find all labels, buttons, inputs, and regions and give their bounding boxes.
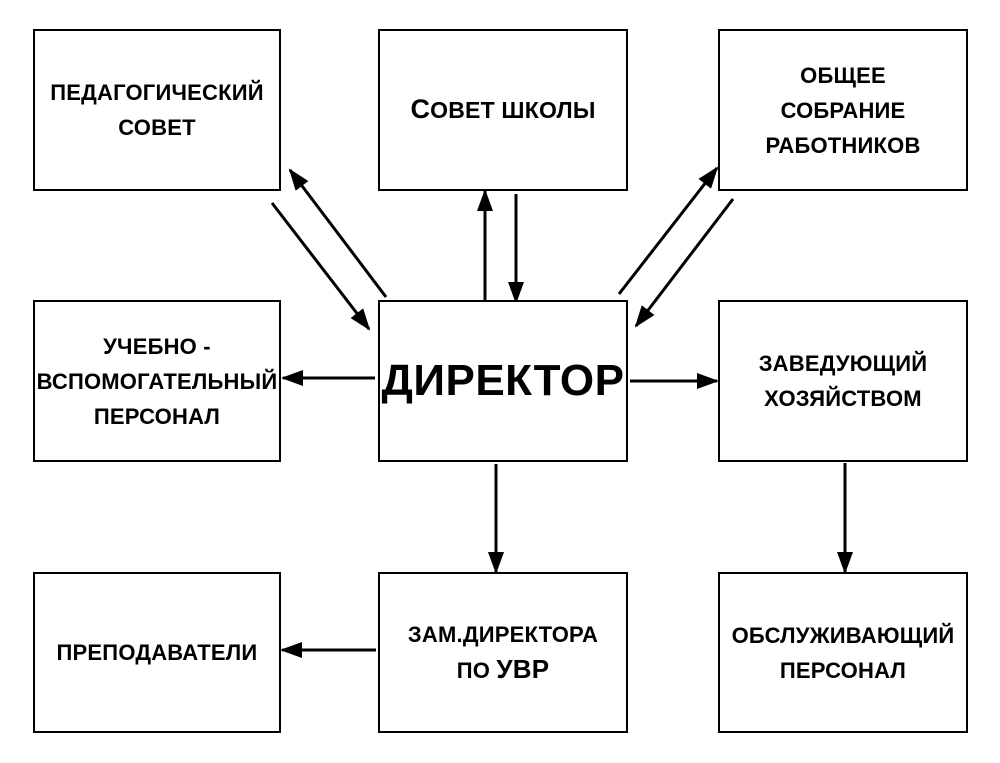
support-staff-line-1: УЧЕБНО - [103, 333, 211, 359]
service-staff-line-2: ПЕРСОНАЛ [779, 657, 907, 683]
general-meeting-line-1: ОБЩЕЕ [800, 62, 886, 88]
school-council-label: СОВЕТ ШКОЛЫ [410, 92, 595, 128]
supply-manager-line-1: ЗАВЕДУЮЩИЙ [758, 351, 928, 376]
support-staff-box: УЧЕБНО - ВСПОМОГАТЕЛЬНЫЙ ПЕРСОНАЛ [33, 300, 281, 462]
supply-manager-box: ЗАВЕДУЮЩИЙ ХОЗЯЙСТВОМ [718, 300, 968, 462]
teachers-box: ПРЕПОДАВАТЕЛИ [33, 572, 281, 733]
pedagogical-council-line-1: ПЕДАГОГИЧЕСКИЙ [50, 80, 264, 105]
pedagogical-council-box: ПЕДАГОГИЧЕСКИЙ СОВЕТ [33, 29, 281, 191]
deputy-director-line-2: ПО УВР [457, 652, 550, 688]
general-meeting-box: ОБЩЕЕ СОБРАНИЕ РАБОТНИКОВ [718, 29, 968, 191]
director-box: ДИРЕКТОР [378, 300, 628, 462]
deputy-director-prefix: ПО [456, 658, 497, 683]
general-meeting-line-2: СОБРАНИЕ [780, 97, 906, 123]
service-staff-box: ОБСЛУЖИВАЮЩИЙ ПЕРСОНАЛ [718, 572, 968, 733]
support-staff-line-3: ПЕРСОНАЛ [93, 403, 221, 429]
support-staff-line-2: ВСПОМОГАТЕЛЬНЫЙ [36, 368, 278, 394]
teachers-label: ПРЕПОДАВАТЕЛИ [56, 640, 258, 665]
supply-manager-line-2: ХОЗЯЙСТВОМ [764, 386, 922, 411]
deputy-director-line-1: ЗАМ.ДИРЕКТОРА [407, 622, 599, 647]
school-council-initial: С [410, 94, 431, 124]
deputy-director-box: ЗАМ.ДИРЕКТОРА ПО УВР [378, 572, 628, 733]
general-meeting-line-3: РАБОТНИКОВ [765, 132, 921, 158]
arrow-director-to-general-meeting [617, 166, 719, 295]
deputy-director-abbr: УВР [496, 654, 550, 684]
service-staff-line-1: ОБСЛУЖИВАЮЩИЙ [731, 622, 955, 648]
director-label: ДИРЕКТОР [381, 356, 625, 405]
school-council-rest: ОВЕТ ШКОЛЫ [430, 97, 596, 123]
pedagogical-council-line-2: СОВЕТ [118, 115, 196, 140]
arrow-pedagogical-council-to-director [270, 202, 371, 331]
arrow-director-to-pedagogical-council [288, 168, 388, 298]
school-council-box: СОВЕТ ШКОЛЫ [378, 29, 628, 191]
